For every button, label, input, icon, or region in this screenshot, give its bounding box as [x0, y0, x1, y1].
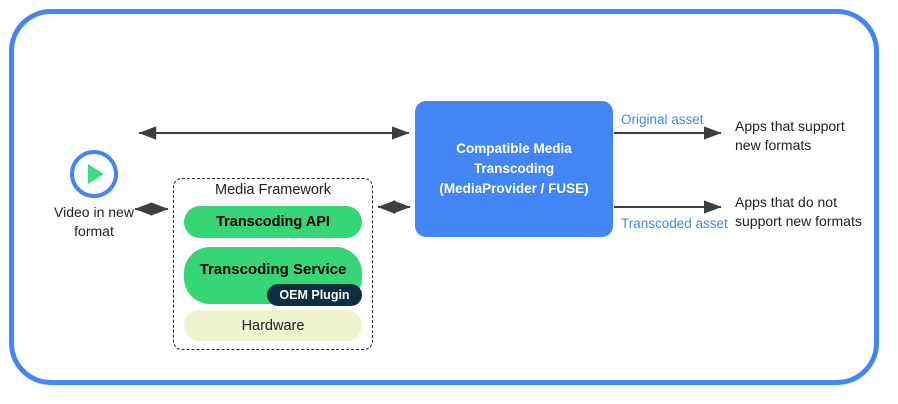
apps-support-line-1: Apps that support [735, 118, 845, 134]
media-framework-title: Media Framework [214, 182, 332, 198]
cmt-line-1: Compatible Media [456, 141, 572, 156]
compatible-media-transcoding-box[interactable]: Compatible Media Transcoding (MediaProvi… [415, 101, 613, 237]
layer-hardware[interactable]: Hardware [184, 310, 362, 341]
apps-nosupport-line-1: Apps that do not [735, 194, 837, 210]
outer-frame-border [9, 9, 879, 385]
cmt-line-3: (MediaProvider / FUSE) [439, 181, 589, 196]
apps-support-line-2: new formats [735, 137, 812, 153]
label-apps-not-support-new-formats: Apps that do not support new formats [735, 193, 880, 231]
apps-nosupport-line-2: support new formats [735, 213, 862, 229]
media-framework-container [173, 178, 373, 350]
label-transcoded-asset: Transcoded asset [621, 216, 728, 231]
label-apps-support-new-formats: Apps that support new formats [735, 117, 880, 155]
play-icon-triangle [88, 164, 104, 184]
label-original-asset: Original asset [621, 112, 704, 127]
play-icon-ring [70, 150, 118, 198]
play-circle-icon [70, 150, 118, 198]
cmt-line-2: Transcoding [473, 161, 555, 176]
badge-oem-plugin[interactable]: OEM Plugin [267, 284, 362, 306]
layer-transcoding-api[interactable]: Transcoding API [184, 206, 362, 238]
video-source-caption: Video in new format [54, 204, 134, 239]
